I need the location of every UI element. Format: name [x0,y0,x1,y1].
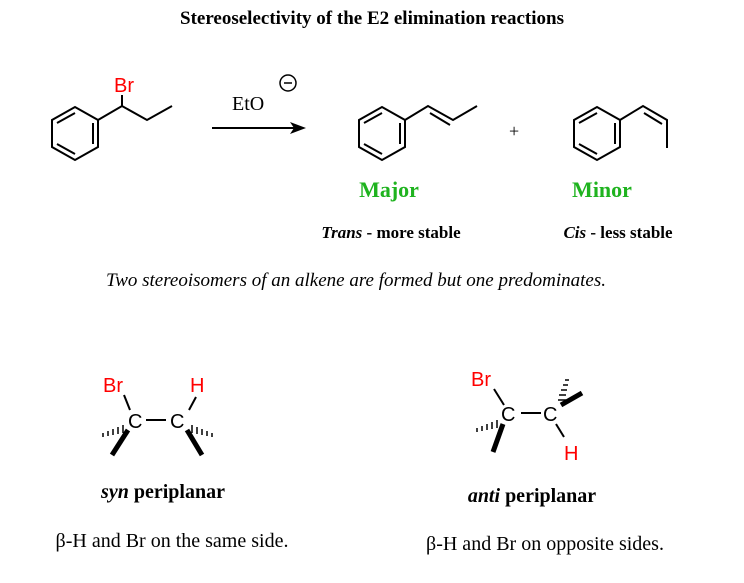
anti-description: β-H and Br on opposite sides. [426,533,664,555]
syn-description: β-H and Br on the same side. [55,530,289,552]
plus-sign: + [509,121,519,141]
syn-carbon-1: C [128,411,142,433]
minor-label: Minor [572,177,632,202]
anti-periplanar-word: periplanar [500,485,597,507]
bromine-atom: Br [114,75,134,97]
anti-structure [476,379,584,453]
anti-word: anti [467,485,501,507]
anti-carbon-1: C [501,404,515,426]
reagent-label: EtO [232,93,264,115]
syn-periplanar-word: periplanar [128,481,225,503]
diagram-title: Stereoselectivity of the E2 elimination … [180,8,564,29]
anti-carbon-2: C [543,404,557,426]
syn-periplanar-label: syn periplanar [101,481,225,504]
syn-hydrogen: H [190,375,204,397]
anti-bromine: Br [471,369,491,391]
anti-periplanar-label: anti periplanar [468,485,596,508]
trans-label: Trans [321,223,363,242]
major-label: Major [359,177,419,202]
syn-word: syn [101,481,129,503]
syn-carbon-2: C [170,411,184,433]
minor-description: Cis - less stable [563,223,672,243]
cis-product [573,104,668,162]
syn-structure [102,394,213,457]
major-description: Trans - more stable [321,223,460,243]
reaction-arrow [212,122,306,134]
trans-note: - more stable [362,223,461,242]
cis-label: Cis [563,223,587,242]
cis-note: - less stable [586,223,673,242]
negative-charge-icon [279,74,297,92]
summary-sentence: Two stereoisomers of an alkene are forme… [106,270,606,291]
trans-product [358,104,478,162]
anti-hydrogen: H [564,443,578,465]
starting-material-chain [97,104,173,122]
starting-material-benzene [51,105,99,162]
syn-bromine: Br [103,375,123,397]
